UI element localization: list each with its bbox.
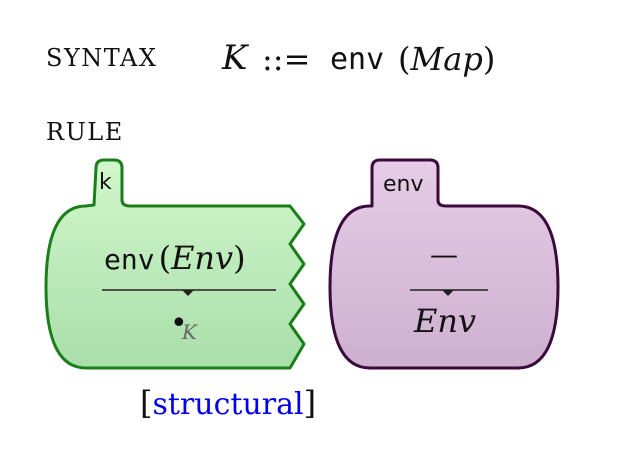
env-cell-rewrite-arrow — [442, 290, 454, 296]
env-cell-top-term: — — [430, 238, 458, 271]
syntax-definition-symbol: ::= — [262, 40, 311, 78]
k-cell-label: k — [99, 170, 112, 195]
syntax-keyword: SYNTAX — [46, 44, 158, 72]
syntax-close-paren: ) — [482, 40, 496, 78]
attribute-open-bracket: [ — [140, 384, 153, 422]
k-cell-variable: Env — [171, 239, 234, 277]
k-cell-top-term: env (Env) — [104, 239, 246, 277]
k-cell — [44, 158, 306, 370]
k-cell-close-paren: ) — [233, 239, 246, 277]
env-cell-bottom-term: Env — [414, 302, 477, 340]
rule-attribute: [structural] — [140, 384, 316, 422]
syntax-constructor: env — [330, 42, 385, 77]
env-cell — [328, 158, 560, 370]
env-cell-body — [328, 158, 560, 370]
k-cell-empty-sort: K — [182, 320, 197, 344]
syntax-open-paren: ( — [398, 40, 411, 78]
syntax-argument: (Map) — [398, 40, 495, 78]
rule-keyword: RULE — [46, 118, 124, 146]
k-cell-empty-bullet: • — [170, 306, 188, 341]
k-cell-rewrite-arrow — [182, 290, 194, 296]
k-cell-body — [44, 158, 306, 370]
attribute-close-bracket: ] — [303, 384, 317, 422]
syntax-sort: K — [222, 38, 248, 78]
k-cell-constructor: env — [104, 243, 155, 276]
syntax-argument-sort: Map — [410, 40, 483, 78]
env-cell-label: env — [383, 172, 424, 197]
structural-attribute[interactable]: structural — [152, 387, 304, 422]
k-cell-open-paren: ( — [158, 239, 172, 277]
